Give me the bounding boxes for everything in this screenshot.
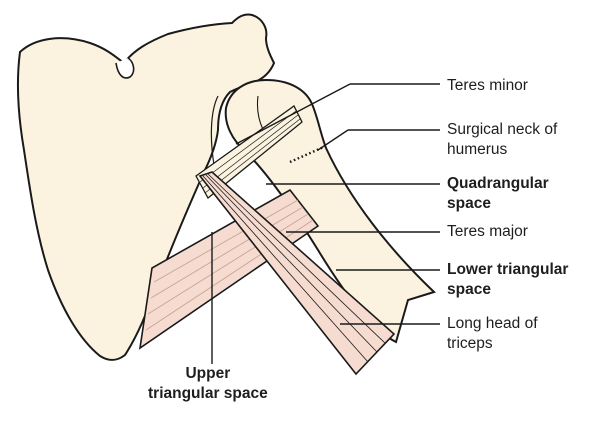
scapular-notch (115, 57, 135, 79)
label-surgical-neck: Surgical neck of humerus (447, 121, 558, 158)
triceps-fibers (202, 173, 386, 363)
label-teres-minor: Teres minor (447, 77, 528, 94)
leader-lines (211, 83, 440, 364)
label-lower-triangular-space: Lower triangular space (447, 261, 569, 298)
label-long-head-triceps: Long head of triceps (447, 315, 538, 352)
teres-minor (195, 105, 303, 199)
scapula-neck-line (210, 95, 219, 166)
label-upper-triangular-space: Upper triangular space (148, 365, 268, 402)
label-teres-major: Teres major (447, 223, 528, 240)
label-quadrangular-space: Quadrangular space (447, 175, 549, 212)
scapula (16, 13, 276, 361)
humerus (224, 78, 436, 344)
